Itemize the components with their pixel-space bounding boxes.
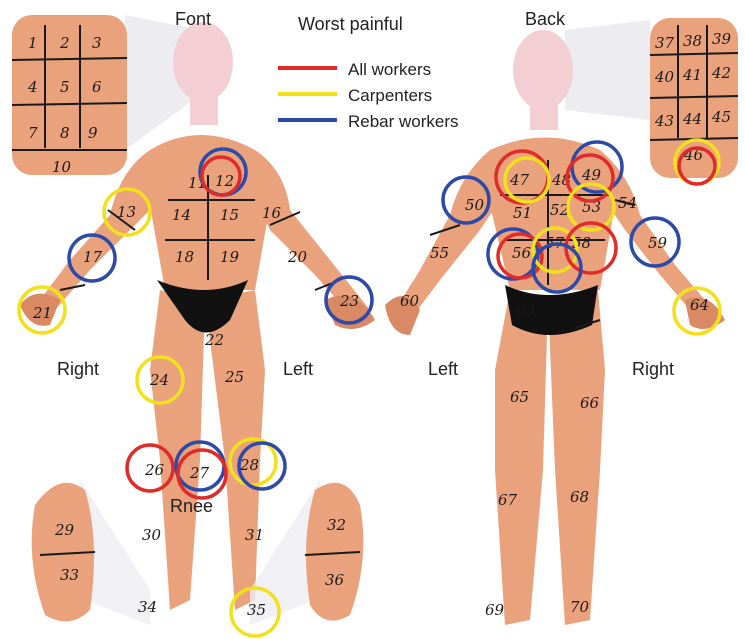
legend-label-carpenters: Carpenters bbox=[348, 86, 432, 105]
zone-36: 36 bbox=[325, 571, 345, 589]
zone-7: 7 bbox=[28, 124, 38, 142]
zone-3: 3 bbox=[92, 34, 102, 52]
front-torso bbox=[150, 135, 270, 290]
zone-10: 10 bbox=[52, 158, 72, 176]
zone-37: 37 bbox=[655, 34, 675, 52]
zone-26: 26 bbox=[144, 461, 165, 479]
zone-4: 4 bbox=[27, 78, 38, 96]
zone-18: 18 bbox=[175, 248, 194, 266]
back-right-leg bbox=[548, 290, 605, 625]
zone-55: 55 bbox=[430, 244, 449, 262]
zone-24: 24 bbox=[149, 371, 169, 389]
zone-2: 2 bbox=[59, 34, 70, 52]
zone-13: 13 bbox=[117, 203, 136, 221]
zone-21: 21 bbox=[32, 304, 52, 322]
zone-50: 50 bbox=[465, 196, 485, 214]
zone-14: 14 bbox=[172, 206, 191, 224]
zone-65: 65 bbox=[510, 388, 529, 406]
zone-49: 49 bbox=[581, 166, 602, 184]
zone-44: 44 bbox=[682, 110, 702, 128]
zone-64: 64 bbox=[690, 296, 709, 314]
zone-22: 22 bbox=[204, 331, 224, 349]
label-left-front: Left bbox=[283, 359, 313, 379]
label-worst-painful: Worst painful bbox=[298, 14, 403, 34]
zone-35: 35 bbox=[247, 601, 266, 619]
zone-67: 67 bbox=[498, 491, 518, 509]
zone-15: 15 bbox=[220, 206, 239, 224]
zone-27: 27 bbox=[189, 464, 210, 482]
zone-17: 17 bbox=[83, 248, 103, 266]
zone-43: 43 bbox=[654, 112, 674, 130]
label-knee: Rnee bbox=[170, 496, 213, 516]
zone-54: 54 bbox=[618, 194, 637, 212]
zone-39: 39 bbox=[712, 30, 732, 48]
label-right-front: Right bbox=[57, 359, 99, 379]
legend-label-rebar-workers: Rebar workers bbox=[348, 112, 459, 131]
zone-33: 33 bbox=[60, 566, 79, 584]
zone-66: 66 bbox=[580, 394, 600, 412]
zone-69: 69 bbox=[485, 601, 505, 619]
zone-8: 8 bbox=[60, 124, 70, 142]
zone-45: 45 bbox=[711, 108, 731, 126]
zone-16: 16 bbox=[262, 204, 282, 222]
zone-34: 34 bbox=[138, 598, 157, 616]
zone-23: 23 bbox=[339, 292, 359, 310]
back-left-leg bbox=[495, 290, 548, 625]
zone-30: 30 bbox=[142, 526, 162, 544]
zone-20: 20 bbox=[287, 248, 308, 266]
back-head bbox=[513, 30, 573, 110]
legend: All workers Carpenters Rebar workers bbox=[278, 60, 459, 131]
zone-19: 19 bbox=[220, 248, 240, 266]
zone-68: 68 bbox=[570, 488, 589, 506]
zone-56: 56 bbox=[512, 244, 532, 262]
zone-12: 12 bbox=[215, 172, 234, 190]
zone-59: 59 bbox=[648, 234, 668, 252]
zone-47: 47 bbox=[509, 171, 530, 189]
zone-70: 70 bbox=[570, 598, 590, 616]
zone-60: 60 bbox=[400, 292, 420, 310]
zone-63: 63 bbox=[516, 301, 535, 319]
zone-40: 40 bbox=[654, 68, 675, 86]
zone-5: 5 bbox=[60, 78, 70, 96]
label-back: Back bbox=[525, 9, 566, 29]
label-right-back: Right bbox=[632, 359, 674, 379]
zone-32: 32 bbox=[327, 516, 346, 534]
legend-label-all-workers: All workers bbox=[348, 60, 431, 79]
zone-9: 9 bbox=[88, 124, 98, 142]
zone-38: 38 bbox=[683, 32, 702, 50]
zone-6: 6 bbox=[92, 78, 102, 96]
zone-51: 51 bbox=[513, 204, 532, 222]
zone-1: 1 bbox=[28, 34, 38, 52]
label-left-back: Left bbox=[428, 359, 458, 379]
zone-25: 25 bbox=[224, 368, 244, 386]
zone-31: 31 bbox=[245, 526, 264, 544]
zone-29: 29 bbox=[54, 521, 75, 539]
label-front: Font bbox=[175, 9, 211, 29]
zone-52: 52 bbox=[550, 201, 569, 219]
zone-42: 42 bbox=[711, 64, 731, 82]
front-head bbox=[173, 22, 233, 102]
zone-41: 41 bbox=[682, 66, 702, 84]
